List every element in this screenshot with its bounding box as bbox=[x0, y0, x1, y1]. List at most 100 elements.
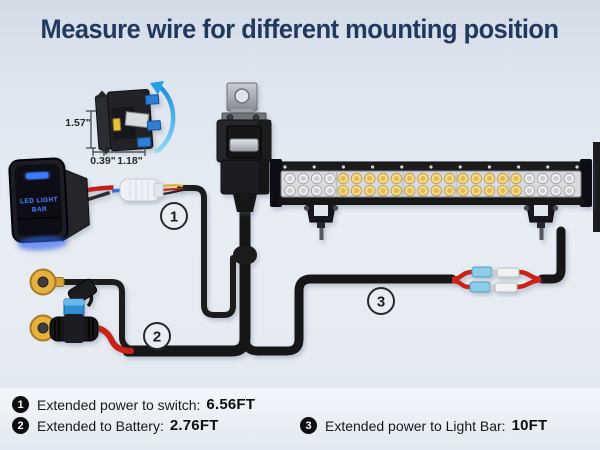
spec-switch-led bbox=[112, 117, 122, 132]
spec-terminal-1 bbox=[144, 94, 160, 105]
lightbar-bracket-left bbox=[303, 200, 339, 240]
relay-lower-shade bbox=[258, 160, 269, 194]
led-chip bbox=[513, 188, 519, 194]
relay-boot bbox=[233, 194, 257, 212]
led-chip bbox=[314, 176, 320, 181]
led-chip bbox=[433, 188, 439, 194]
legend-value-3: 10FT bbox=[511, 417, 548, 434]
switch-power-wire bbox=[177, 185, 236, 318]
lightbar-endcap-right bbox=[580, 159, 592, 207]
led-chip bbox=[566, 176, 572, 181]
rotation-arrow bbox=[154, 84, 176, 154]
marker-3: 3 bbox=[367, 287, 395, 315]
led-chip bbox=[367, 188, 373, 194]
connector-wire-yellow bbox=[161, 184, 184, 188]
connector-pair-lower bbox=[451, 277, 542, 293]
led-chip bbox=[500, 188, 506, 194]
male-spade-white-upper bbox=[496, 267, 520, 278]
led-chip bbox=[460, 188, 466, 194]
relay-assembly bbox=[216, 82, 272, 212]
marker-1: 1 bbox=[160, 202, 188, 230]
legend-label-3: Extended power to Light Bar: bbox=[325, 417, 506, 434]
led-chip bbox=[473, 188, 479, 194]
segment-markers: 1 2 3 bbox=[143, 202, 395, 350]
spade-tab-upper bbox=[492, 269, 498, 275]
adjacent-lightbar-edge bbox=[593, 142, 600, 232]
led-chip bbox=[287, 188, 293, 194]
female-spade-blue-lower bbox=[469, 281, 491, 293]
svg-text:1: 1 bbox=[170, 209, 178, 226]
battery-positive-wire-red bbox=[43, 325, 134, 354]
lightbar-bottom-lip bbox=[278, 198, 584, 205]
svg-text:3: 3 bbox=[377, 294, 385, 311]
legend-label-1: Extended power to switch: bbox=[37, 396, 201, 413]
bracket-left-slot bbox=[314, 205, 328, 216]
connector-pair-upper bbox=[451, 266, 542, 282]
bracket-right-slot bbox=[534, 205, 548, 216]
bracket-left-bolt bbox=[319, 228, 324, 240]
led-chip bbox=[287, 176, 293, 181]
spec-switch-tab-top bbox=[95, 90, 109, 99]
connector-collar bbox=[153, 182, 164, 198]
male-spade-white-lower bbox=[494, 282, 518, 293]
led-light-bar bbox=[270, 159, 592, 240]
led-chip bbox=[420, 176, 426, 181]
switch-face-text-line1: LED LIGHT bbox=[20, 196, 58, 205]
legend-bullet-2: 2 bbox=[12, 417, 29, 434]
switch-blue-glow bbox=[17, 236, 68, 251]
page-title: Measure wire for different mounting posi… bbox=[41, 14, 559, 44]
dim-width-a-label: 0.39" bbox=[90, 155, 115, 167]
led-chip bbox=[487, 188, 492, 194]
led-chip bbox=[526, 176, 532, 181]
marker-2: 2 bbox=[143, 322, 171, 350]
lightbar-bracket-right bbox=[523, 200, 559, 240]
led-chip bbox=[553, 176, 559, 181]
rotation-arrow-head bbox=[150, 81, 164, 95]
ring-terminal-ground bbox=[29, 268, 65, 296]
fuse-top-highlight bbox=[64, 299, 84, 306]
clamp-screw-right bbox=[252, 114, 260, 121]
led-chip bbox=[340, 176, 346, 181]
clamp-screw-left bbox=[226, 114, 234, 121]
spec-switch-tab-bottom bbox=[98, 146, 112, 155]
led-chip bbox=[380, 188, 386, 194]
led-chip bbox=[367, 176, 373, 181]
led-chip bbox=[354, 176, 359, 181]
led-chip bbox=[314, 188, 320, 194]
spec-terminal-3 bbox=[136, 136, 152, 148]
ring-terminals bbox=[29, 268, 65, 342]
legend-item-1: 1 Extended power to switch: 6.56FT bbox=[12, 396, 255, 413]
lightbar-endcap-left bbox=[270, 159, 282, 207]
led-chip bbox=[513, 176, 519, 181]
led-chip bbox=[460, 176, 466, 181]
led-chip bbox=[540, 176, 546, 181]
led-chip bbox=[354, 188, 359, 194]
led-chip bbox=[340, 188, 346, 194]
switch-connector bbox=[111, 178, 184, 202]
housing-screws bbox=[283, 165, 579, 169]
fuse-holder-socket bbox=[64, 314, 84, 343]
dim-width-b-label: 1.18" bbox=[117, 155, 142, 167]
led-chip bbox=[300, 176, 306, 181]
led-chip bbox=[540, 188, 546, 194]
led-chip bbox=[420, 188, 426, 194]
led-chip bbox=[327, 176, 333, 181]
spec-terminal-2 bbox=[146, 120, 162, 131]
switch-spec-diagram: 1.57" 0.39" 1.18" bbox=[65, 81, 176, 167]
led-chip bbox=[447, 176, 453, 181]
led-chip bbox=[393, 188, 399, 194]
led-chip bbox=[433, 176, 439, 181]
led-chip bbox=[447, 188, 453, 194]
relay-fuse-window bbox=[229, 138, 259, 152]
led-chip bbox=[327, 188, 333, 194]
legend-bullet-3: 3 bbox=[300, 417, 317, 434]
led-chip bbox=[500, 176, 506, 181]
led-chip bbox=[407, 188, 413, 194]
dimension-lines bbox=[86, 110, 146, 156]
led-grid bbox=[284, 172, 576, 197]
lightbar-connectors bbox=[451, 266, 542, 293]
inline-fuse-holder bbox=[49, 278, 99, 343]
led-chip bbox=[566, 188, 572, 194]
lightbar-lead-cable bbox=[537, 226, 566, 284]
